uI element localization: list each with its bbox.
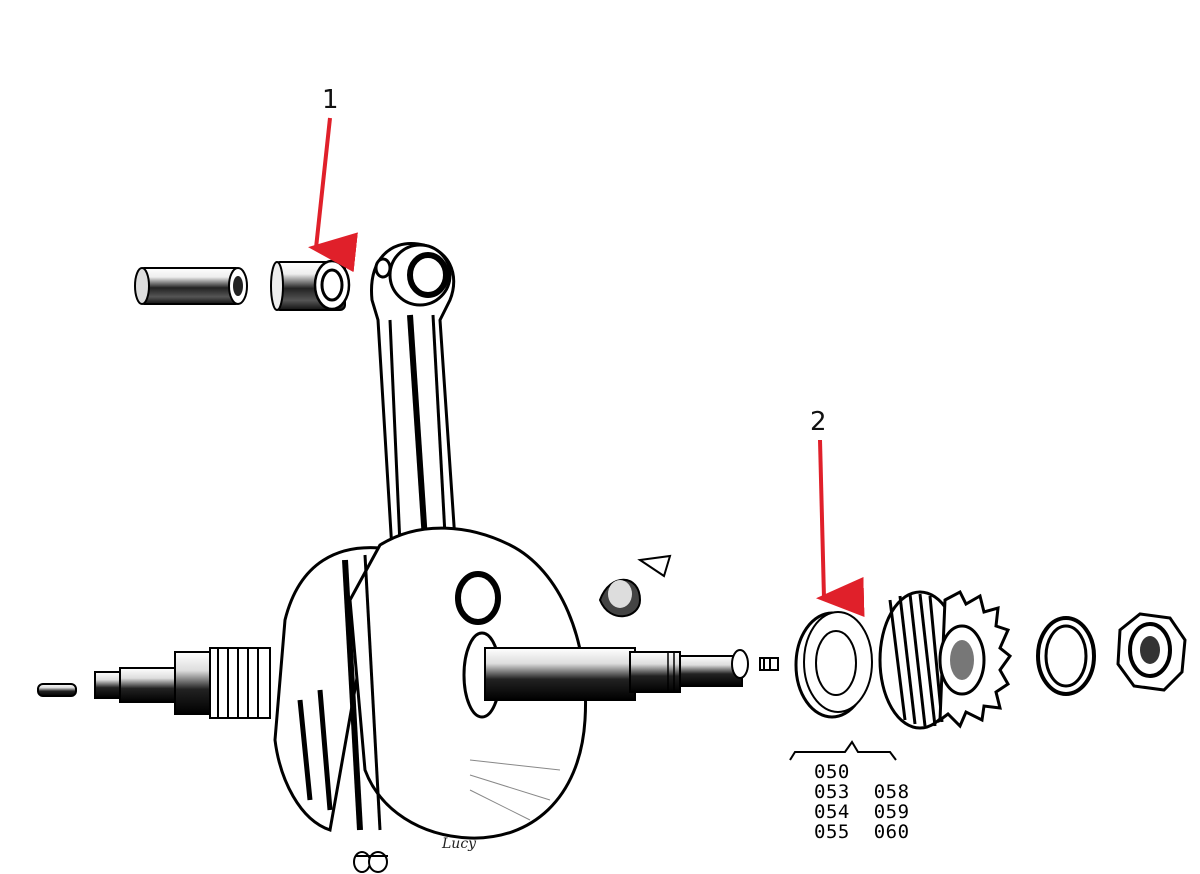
small-end-bushing (270, 259, 351, 311)
size-bracket (789, 740, 897, 761)
crankshaft (94, 526, 749, 840)
piston-pin (134, 267, 248, 305)
crank-nut (1116, 612, 1187, 692)
size-code-row: 055 060 (814, 821, 910, 843)
drive-spline (209, 647, 271, 719)
woodruff-key (598, 554, 672, 618)
callout-label-1: 1 (322, 85, 339, 115)
size-code-row: 053 058 (814, 781, 910, 803)
locating-pin (37, 683, 77, 697)
circlip (353, 851, 388, 873)
connecting-rod (370, 242, 457, 552)
helical-gear (878, 589, 1013, 730)
callout-arrow-2 (816, 439, 865, 617)
shaft-key (759, 657, 779, 671)
size-code-row: 050 (814, 761, 850, 783)
callout-arrow-1 (308, 117, 358, 273)
artist-signature: Lucy (442, 836, 477, 852)
callout-label-2: 2 (810, 407, 827, 437)
shim-washer (794, 611, 873, 719)
size-code-row: 054 059 (814, 801, 910, 823)
size-code-list: 050 053 058 054 059 055 060 (814, 762, 910, 842)
lock-washer (1036, 616, 1096, 696)
